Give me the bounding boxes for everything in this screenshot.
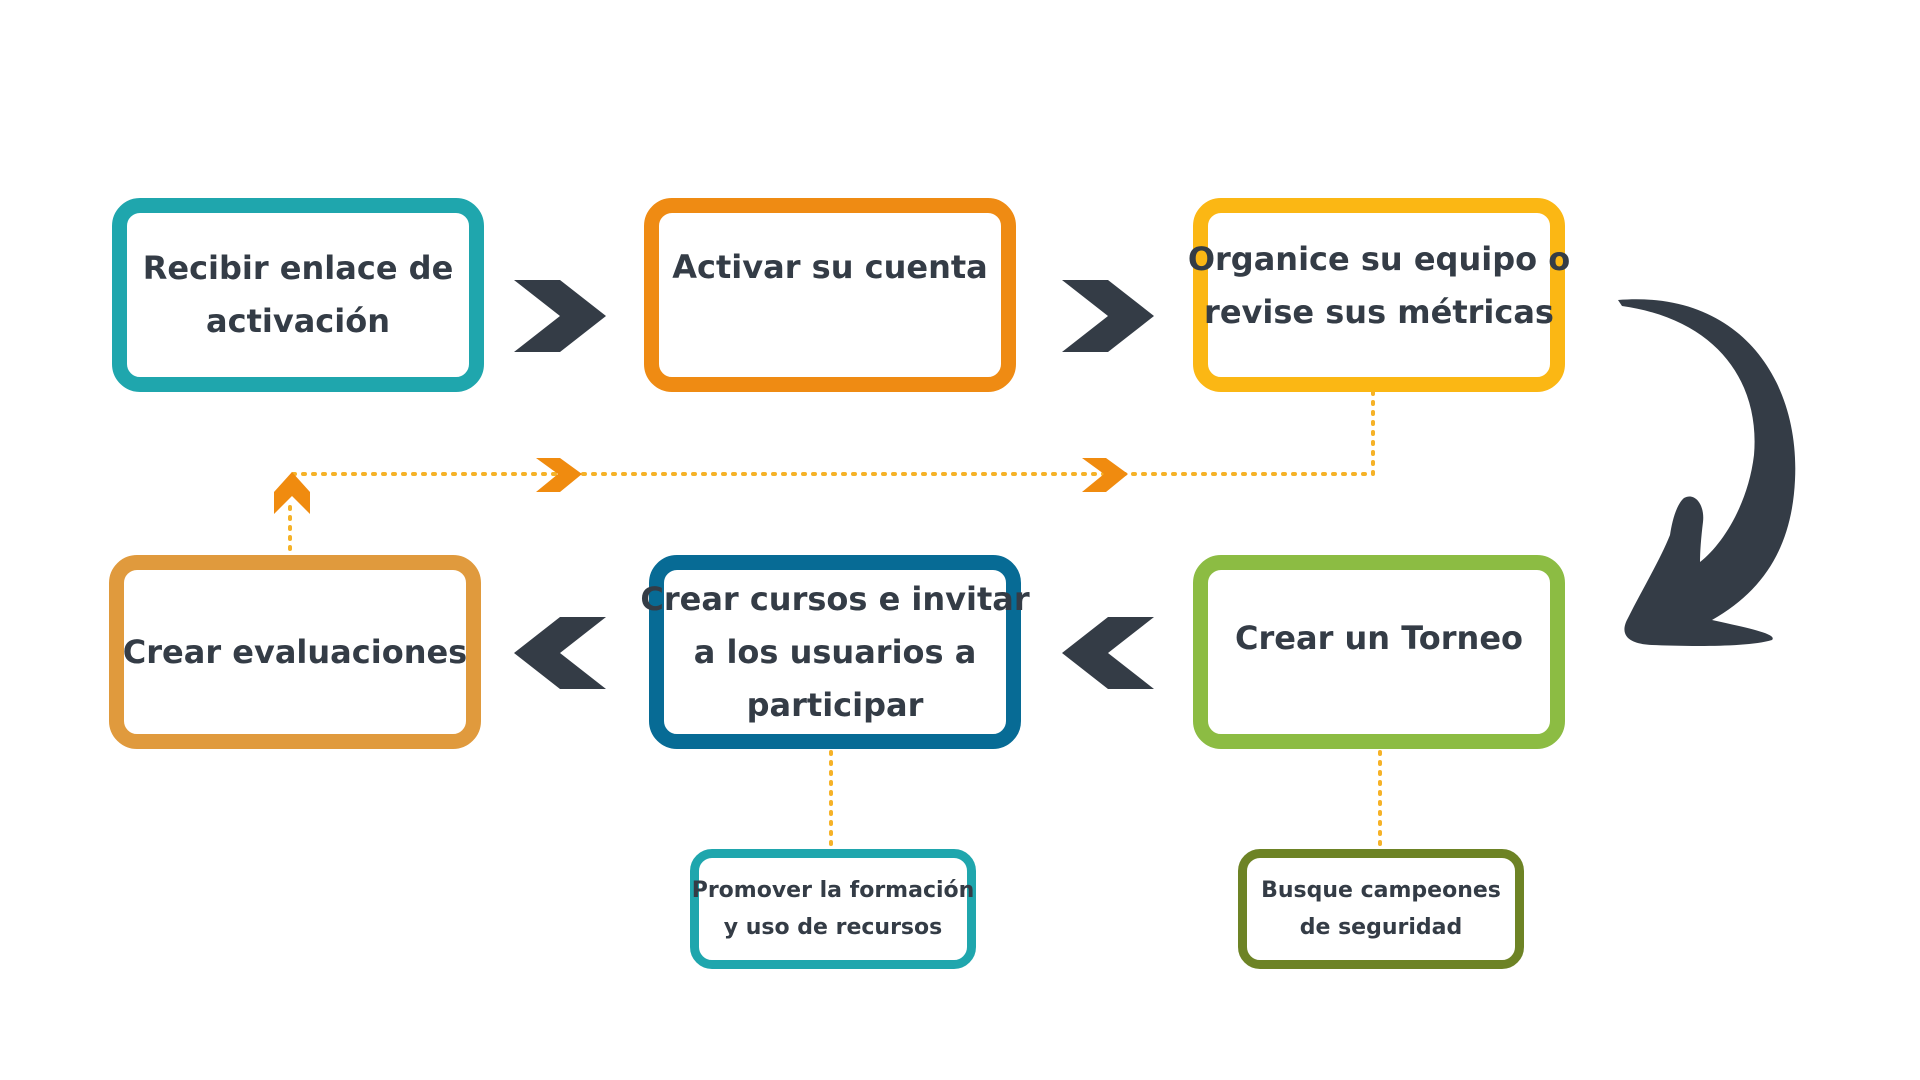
step-label: Crear evaluaciones: [122, 632, 468, 671]
step-activate-account: Activar su cuenta: [644, 198, 1016, 392]
up-arrow-icon: [274, 472, 310, 514]
chevron-left-icon: [1062, 617, 1154, 689]
step-label: Crear un Torneo: [1235, 619, 1523, 657]
dotted-chevron-icon: [536, 458, 582, 492]
dotted-chevron-icon: [1082, 458, 1128, 492]
chevron-right-icon: [1062, 280, 1154, 352]
step-create-assessments: Crear evaluaciones: [109, 555, 481, 749]
chevron-left-icon: [514, 617, 606, 689]
chevron-right-icon: [514, 280, 606, 352]
step-label: Activar su cuenta: [672, 248, 988, 286]
curved-arrow-down-icon: [1618, 299, 1796, 646]
dotted-feedback-line: [288, 390, 1375, 476]
step-create-tournament: Crear un Torneo: [1193, 555, 1565, 749]
